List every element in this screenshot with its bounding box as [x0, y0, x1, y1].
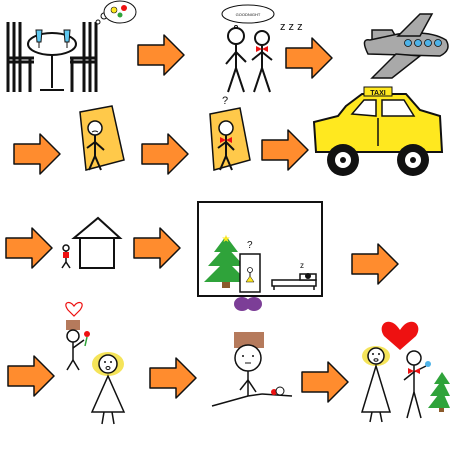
panel-airplane: [363, 13, 449, 79]
arrow-2: [285, 37, 333, 79]
panel-accident: [211, 332, 293, 407]
christmas-tree: ★: [204, 234, 248, 288]
panel-booth-wondering: ?: [209, 95, 251, 171]
thought-bubble: [95, 0, 137, 25]
speech-bubble: [221, 4, 275, 24]
panel-restaurant: [6, 0, 137, 92]
stick-man: [225, 27, 247, 93]
arrow-10: [149, 357, 197, 399]
arrow-7: [133, 227, 181, 269]
question-mark-2: ?: [247, 240, 253, 251]
arrow-9: [7, 355, 55, 397]
panel-happy-couple: [360, 321, 450, 423]
big-heart-icon: [381, 321, 419, 350]
panel-goodnight: GOODNIGHT z z z: [221, 4, 303, 93]
arrow-4: [141, 133, 189, 175]
speech-bubble-text: GOODNIGHT: [236, 12, 261, 17]
purple-bag: [234, 297, 262, 311]
arrow-3: [13, 133, 61, 175]
tree-star-icon: ★: [222, 234, 231, 245]
door: ?: [239, 240, 261, 293]
question-mark-1: ?: [222, 95, 228, 107]
chair-left: [6, 22, 34, 92]
sleep-z: z z z: [280, 21, 303, 33]
small-heart-icon: [65, 301, 83, 317]
panel-house: [61, 216, 123, 269]
arrow-11: [301, 361, 349, 403]
taxi-sign-text: TAXI: [370, 90, 385, 97]
bride-final: [360, 346, 392, 423]
wine-glasses: [35, 29, 71, 48]
arrow-6: [5, 227, 53, 269]
bride: [90, 352, 126, 425]
panel-proposal: [65, 301, 126, 425]
arrow-8: [351, 243, 399, 285]
small-christmas-tree: [428, 372, 450, 412]
panel-room: ★ ? z: [197, 201, 323, 311]
panel-taxi: TAXI: [312, 86, 444, 176]
stick-woman: [251, 30, 273, 93]
groom-final: [403, 350, 427, 419]
bowtie: [256, 46, 268, 52]
chair-right: [70, 22, 98, 92]
taxi-wheels: [327, 144, 429, 176]
taxi-windows: [350, 99, 416, 117]
panel-booth-sad: [79, 105, 125, 171]
arrow-1: [137, 34, 185, 76]
taxi-sign: [363, 86, 393, 97]
plane-windows: [404, 39, 442, 47]
arrow-5: [261, 129, 309, 171]
bed-z: z: [300, 261, 304, 270]
